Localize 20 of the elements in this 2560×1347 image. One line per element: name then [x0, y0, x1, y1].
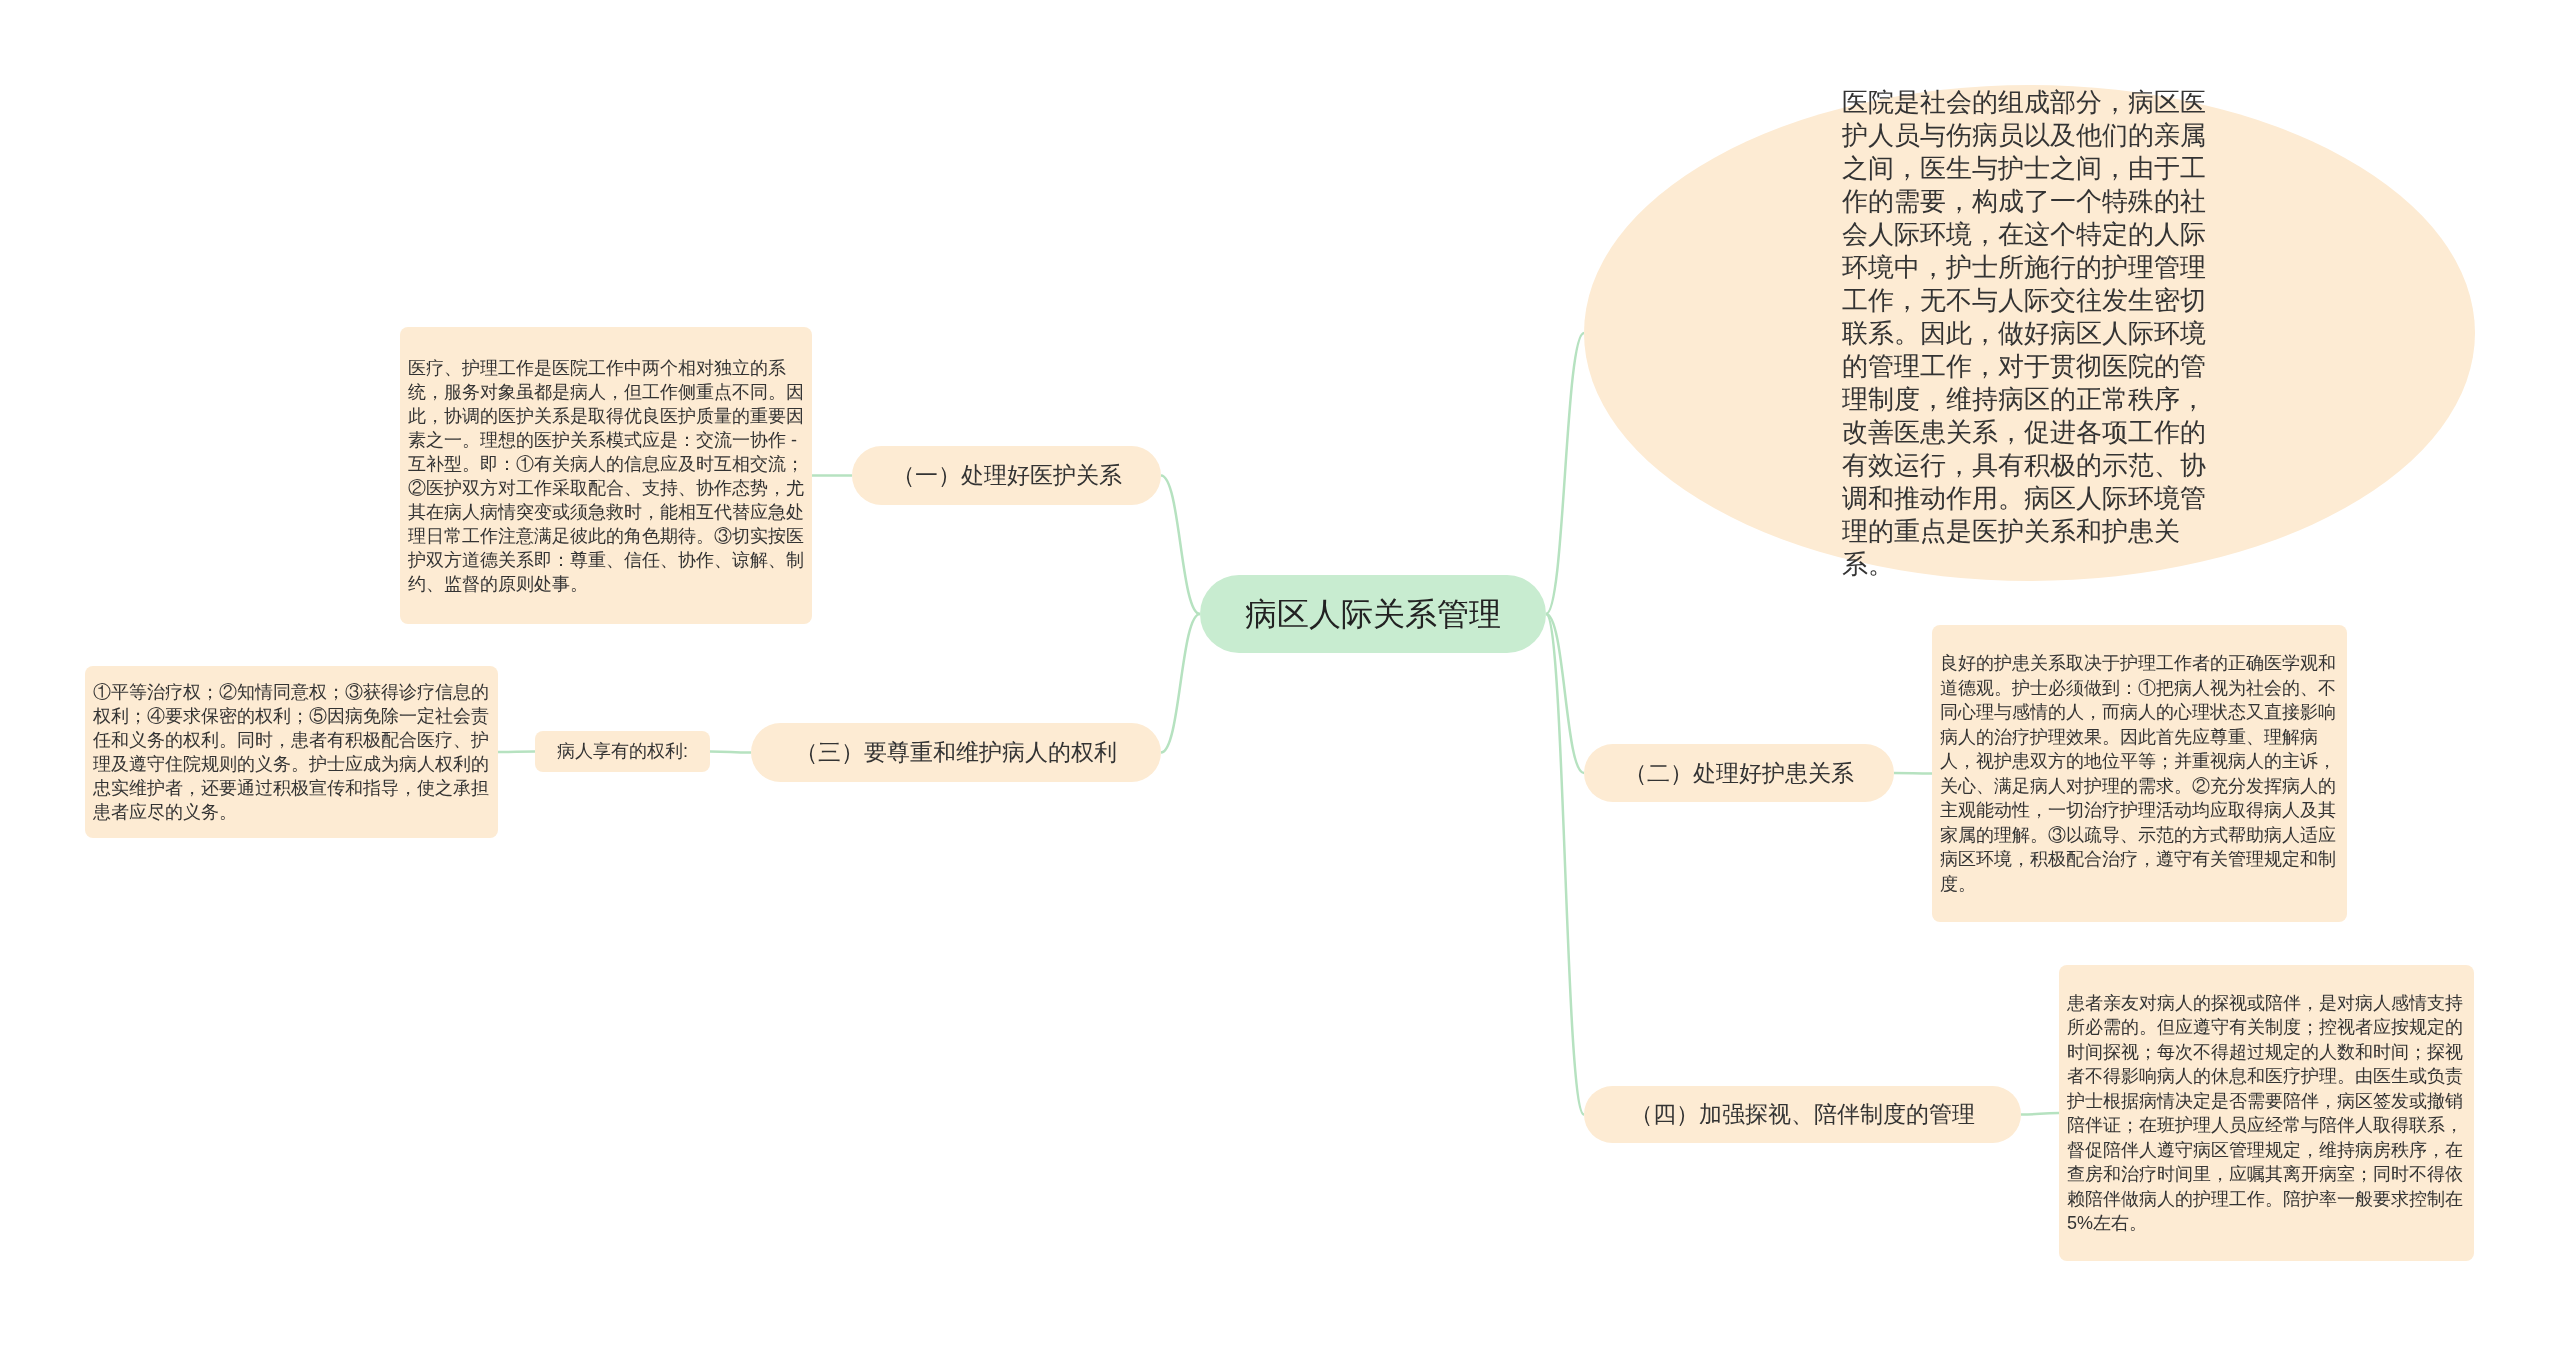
- note-text: ①平等治疗权；②知情同意权；③获得诊疗信息的权利；④要求保密的权利；⑤因病免除一定社会责任和义务的权利。同时，患者有积极配合医疗、护理及遵守住院规则的义务。护士应成为病人权利的忠实维护者，还要通过积极宣传和指导，使之承担患者应尽的义务。: [85, 666, 498, 838]
- connector-line: [1160, 612, 1201, 754]
- branch-topic: （二）处理好护患关系: [1584, 744, 1894, 802]
- connector-line: [1545, 613, 1585, 774]
- note-text: 良好的护患关系取决于护理工作者的正确医学观和道德观。护士必须做到：①把病人视为社会的、不同心理与感情的人，而病人的心理状态又直接影响病人的治疗护理效果。因此首先应尊重、理解病人，视护患双方的地位平等；并重视病人的主诉，关心、满足病人对护理的需求。②充分发挥病人的主观能动性，一切治疗护理活动均应取得病人及其家属的理解。③以疏导、示范的方式帮助病人适应病区环境，积极配合治疗，遵守有关管理规定和制度。: [1932, 625, 2347, 922]
- connector-line: [498, 750, 535, 754]
- connector-line: [812, 474, 852, 477]
- subtopic: 病人享有的权利:: [535, 731, 710, 772]
- note-text: 医疗、护理工作是医院工作中两个相对独立的系统，服务对象虽都是病人，但工作侧重点不同。因此，协调的医护关系是取得优良医护质量的重要因素之一。理想的医护关系模式应是：交流一协作 - 互补型。即：①有关病人的信息应及时互相交流；②医护双方对工作采取配合、支持、协作态势，尤其在病人病情突变或须急救时，能相互代替应急处理日常工作注意满足彼此的角色期待。③切实按医护双方道德关系即：尊重、信任、协作、谅解、制约、监督的原则处事。: [400, 327, 812, 624]
- connector-line: [1894, 771, 1932, 775]
- root-topic: 病区人际关系管理: [1200, 575, 1546, 653]
- summary-ellipse: 医院是社会的组成部分，病区医护人员与伤病员以及他们的亲属之间，医生与护士之间，由于工作的需要，构成了一个特殊的社会人际环境，在这个特定的人际环境中，护士所施行的护理管理工作，无不与人际交往发生密切联系。因此，做好病区人际环境的管理工作，对于贯彻医院的管理制度，维持病区的正常秩序，改善医患关系，促进各项工作的有效运行，具有积极的示范、协调和推动作用。病区人际环境管理的重点是医护关系和护患关系。: [1584, 85, 2475, 581]
- connector-line: [1160, 474, 1201, 616]
- connector-line: [1545, 332, 1585, 615]
- branch-topic: （四）加强探视、陪伴制度的管理: [1584, 1086, 2021, 1143]
- branch-topic: （一）处理好医护关系: [852, 446, 1161, 505]
- connector-line: [2021, 1111, 2059, 1116]
- connector-line: [710, 750, 751, 754]
- note-text: 患者亲友对病人的探视或陪伴，是对病人感情支持所必需的。但应遵守有关制度；控视者应按规定的时间探视；每次不得超过规定的人数和时间；探视者不得影响病人的休息和医疗护理。由医生或负责护士根据病情决定是否需要陪伴，病区签发或撤销陪伴证；在班护理人员应经常与陪伴人取得联系，督促陪伴人遵守病区管理规定，维持病房秩序，在查房和治疗时间里，应嘱其离开病室；同时不得依赖陪伴做病人的护理工作。陪护率一般要求控制在5%左右。: [2059, 965, 2474, 1261]
- branch-topic: （三）要尊重和维护病人的权利: [751, 723, 1161, 782]
